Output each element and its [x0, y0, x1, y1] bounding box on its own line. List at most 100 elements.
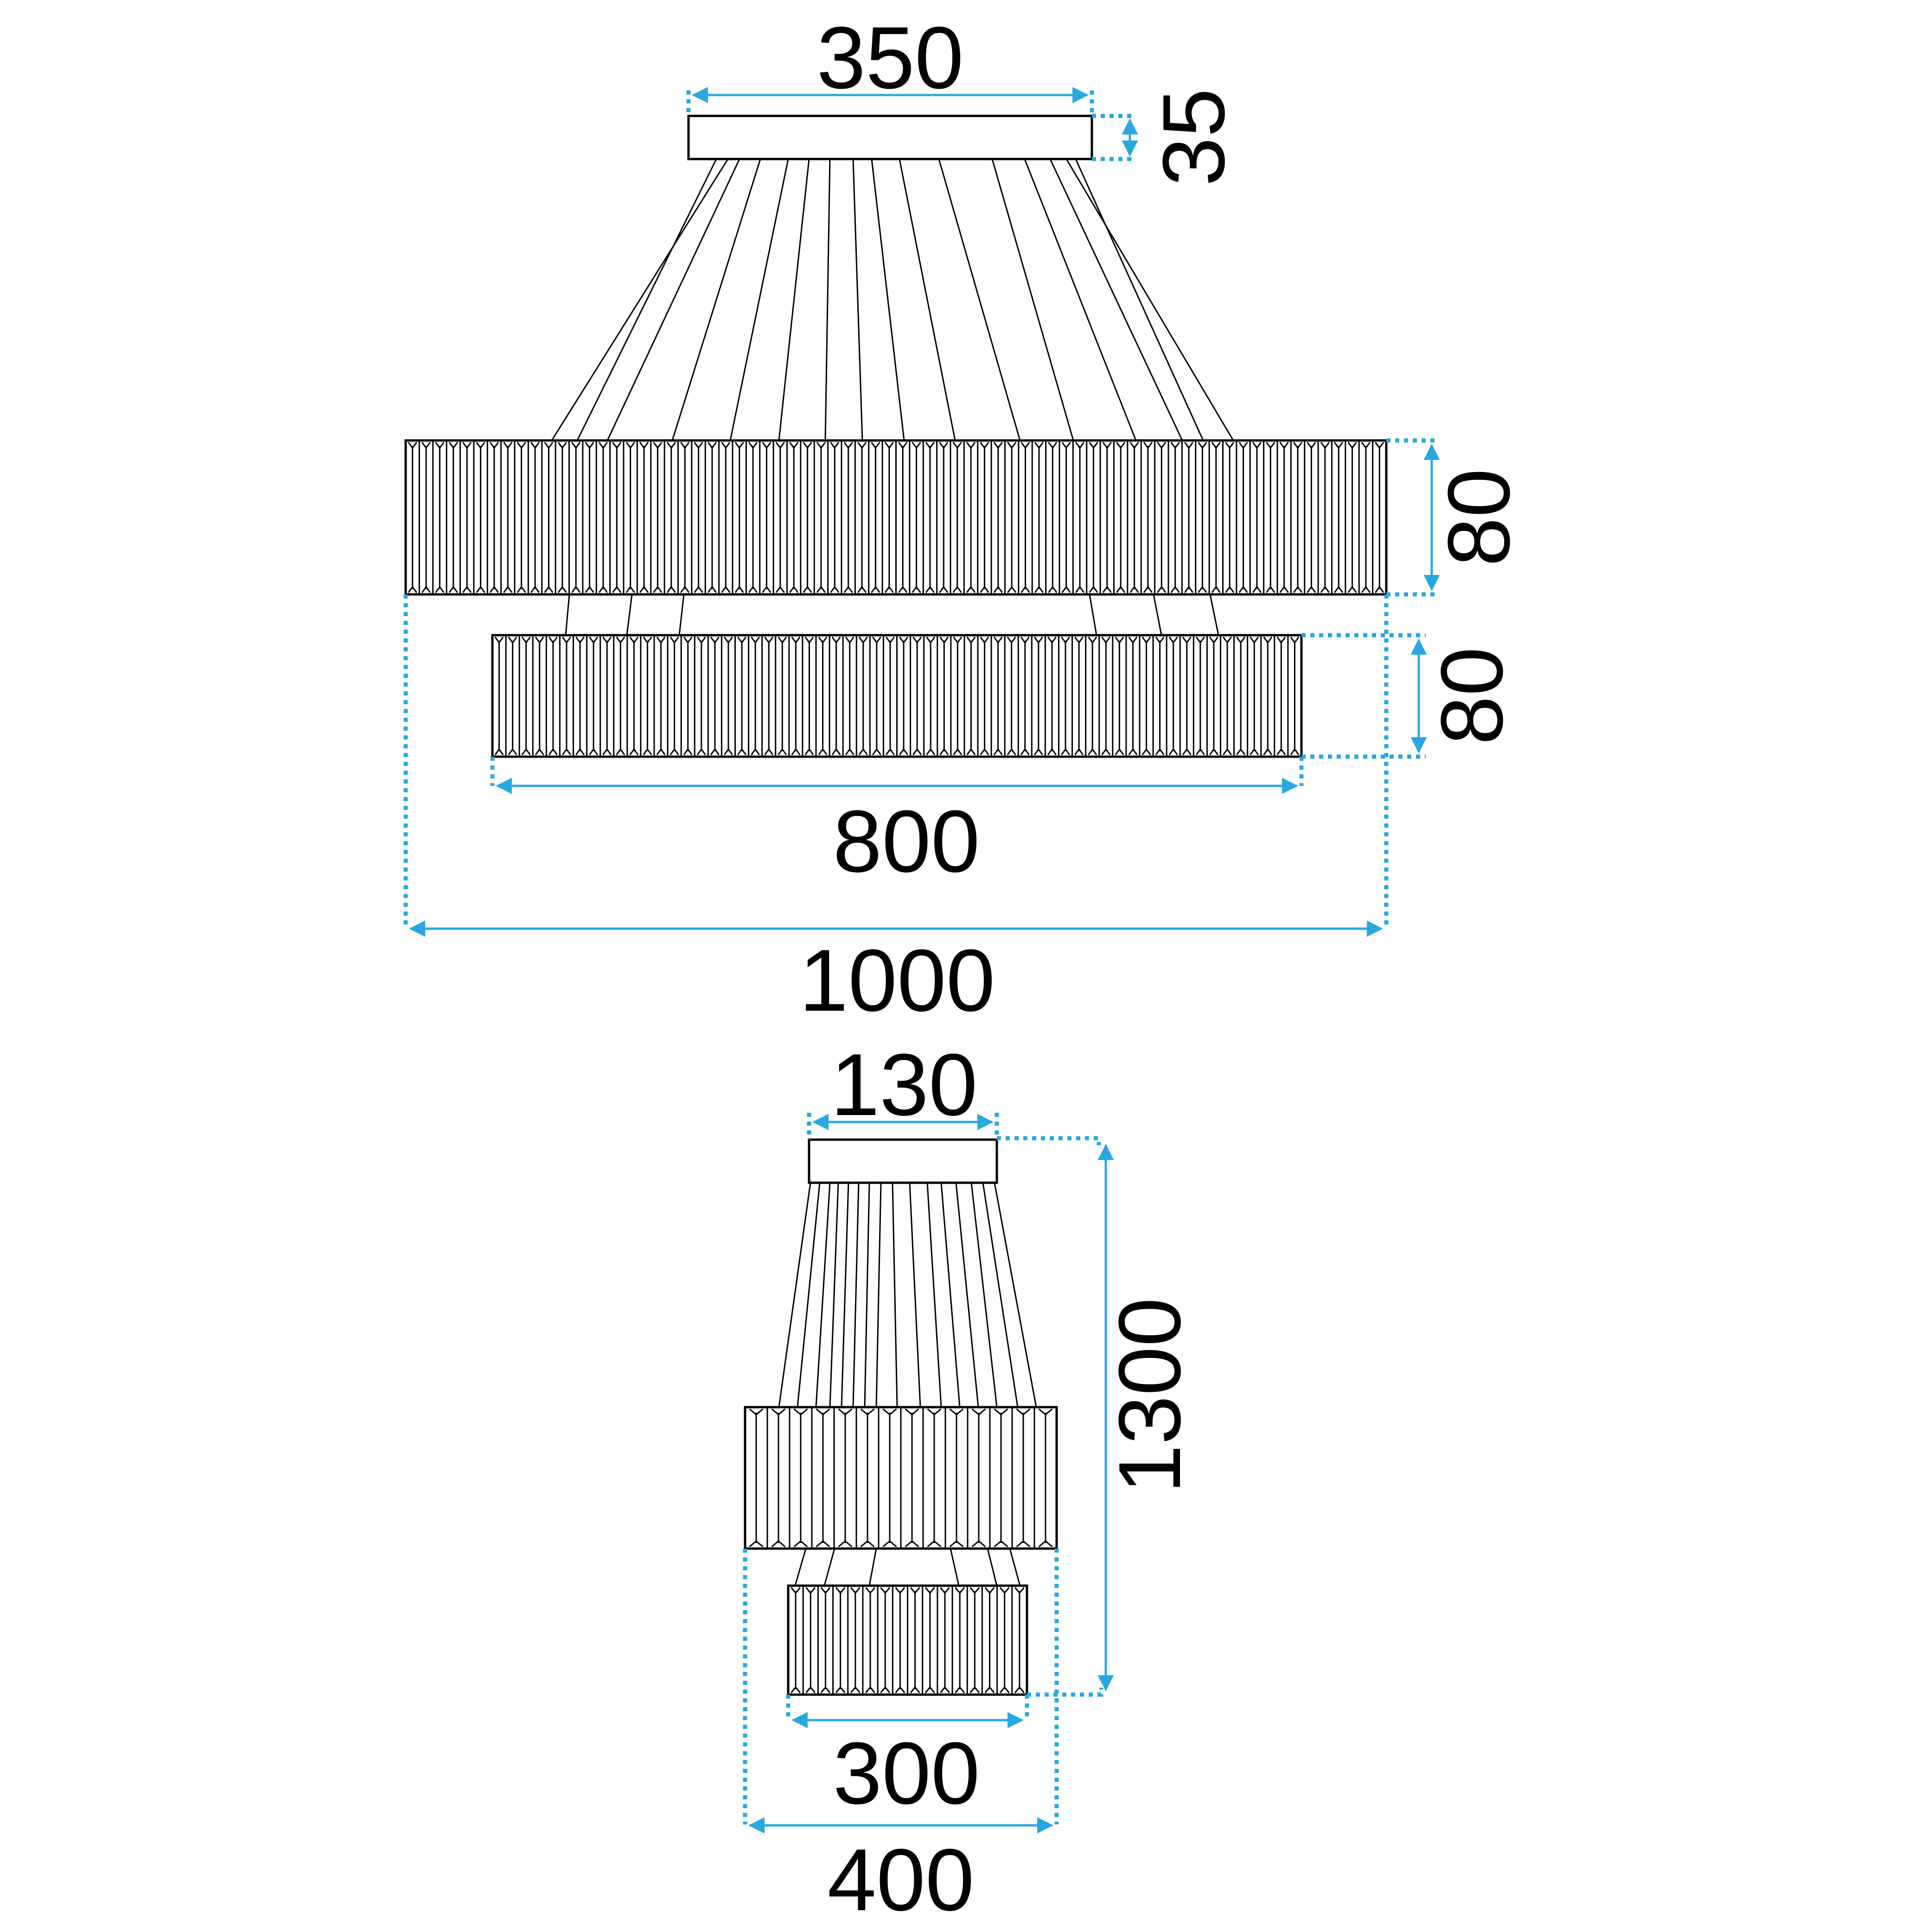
crystal-prism: [762, 440, 774, 594]
crystal-prism: [435, 440, 447, 594]
crystal-prism: [476, 440, 488, 594]
small-lower-ring-diameter-dimension: 300: [786, 1695, 1029, 1823]
suspension-wire: [797, 1182, 821, 1408]
large-canopy-width-label: 350: [816, 9, 963, 107]
large-upper-ring-diameter-label: 1000: [799, 931, 995, 1030]
crystal-prism: [1182, 635, 1194, 757]
crystal-prism: [639, 440, 652, 594]
suspension-wire: [940, 1182, 961, 1408]
crystal-prism: [643, 635, 655, 757]
crystal-prism: [1129, 440, 1142, 594]
crystal-prism: [653, 440, 665, 594]
crystal-prism: [530, 440, 543, 594]
suspension-wire: [1075, 159, 1204, 441]
crystal-prism: [1155, 635, 1167, 757]
small-canopy-width-dimension: 130: [807, 1036, 999, 1140]
crystal-prism: [804, 635, 817, 757]
suspension-wire: [1049, 159, 1183, 441]
crystal-prism: [939, 440, 951, 594]
crystal-prism: [1238, 440, 1251, 594]
connector-wire: [565, 594, 570, 636]
crystal-prism: [905, 1407, 924, 1549]
crystal-prism: [1168, 635, 1181, 757]
crystal-prism: [939, 635, 952, 757]
large-upper-ring-height-label: 80: [1430, 468, 1528, 566]
crystal-prism: [816, 1407, 835, 1549]
crystal-prism: [966, 635, 979, 757]
crystal-prism: [1157, 440, 1169, 594]
crystal-prism: [585, 440, 597, 594]
crystal-prism: [589, 635, 601, 757]
crystal-prism: [557, 440, 570, 594]
crystal-prism: [845, 635, 857, 757]
crystal-prism: [1101, 635, 1114, 757]
large-upper-ring-height-dimension: 80: [1386, 438, 1528, 597]
crystal-prism: [793, 1407, 813, 1549]
crystal-prism: [993, 440, 1006, 594]
crystal-prism: [448, 440, 461, 594]
crystal-prism: [616, 635, 628, 757]
crystal-prism: [535, 635, 547, 757]
crystal-prism: [1089, 440, 1101, 594]
crystal-prism: [980, 635, 992, 757]
crystal-prism: [494, 635, 507, 757]
small-canopy: [808, 1138, 998, 1184]
crystal-prism: [1307, 440, 1319, 594]
suspension-wire: [824, 159, 831, 441]
suspension-wire: [606, 159, 740, 441]
large-lower-ring-height-label: 80: [1423, 647, 1521, 745]
crystal-prism: [751, 635, 763, 757]
crystal-prism: [1102, 440, 1115, 594]
crystal-prism: [805, 1586, 819, 1695]
crystal-prism: [1236, 635, 1249, 757]
crystal-prism: [707, 440, 720, 594]
crystal-prism: [949, 1407, 969, 1549]
crystal-prism: [710, 635, 722, 757]
connector-wire: [1153, 594, 1162, 636]
connector-wire: [987, 1548, 998, 1586]
crystal-prism: [843, 440, 856, 594]
suspension-wire: [671, 159, 761, 441]
suspension-wire: [899, 159, 956, 441]
suspension-wire: [864, 1182, 870, 1408]
suspension-wire: [991, 159, 1074, 441]
crystal-prism: [1263, 635, 1275, 757]
suspension-wire: [551, 159, 729, 441]
crystal-prism: [1293, 440, 1306, 594]
large-lower-crystal-prisms: [494, 635, 1302, 757]
crystal-prism: [771, 1407, 791, 1549]
crystal-prism: [1209, 635, 1221, 757]
small-lower-ring-diameter-label: 300: [833, 1724, 980, 1823]
crystal-prism: [858, 635, 871, 757]
small-ring-connector-wires: [794, 1548, 1021, 1586]
crystal-prism: [462, 440, 475, 594]
connector-wire: [950, 1548, 960, 1586]
suspension-wire: [955, 1182, 979, 1408]
crystal-prism: [940, 1586, 953, 1695]
suspension-wire: [815, 1182, 831, 1408]
small-upper-crystal-prisms: [749, 1407, 1058, 1549]
crystal-prism: [571, 440, 584, 594]
crystal-prism: [625, 440, 638, 594]
crystal-prism: [764, 635, 777, 757]
connector-wire: [794, 1548, 807, 1586]
connector-wire: [626, 594, 633, 636]
crystal-prism: [886, 635, 898, 757]
crystal-prism: [629, 635, 642, 757]
crystal-prism: [984, 1586, 998, 1695]
crystal-prism: [1290, 635, 1302, 757]
crystal-prism: [1223, 635, 1235, 757]
crystal-prism: [1361, 440, 1374, 594]
crystal-prism: [955, 1586, 968, 1695]
crystal-prism: [895, 1586, 908, 1695]
crystal-prism: [884, 440, 897, 594]
crystal-prism: [1061, 440, 1074, 594]
crystal-prism: [1211, 440, 1224, 594]
crystal-prism: [1195, 635, 1208, 757]
crystal-prism: [602, 635, 615, 757]
crystal-prism: [912, 440, 924, 594]
crystal-prism: [1020, 440, 1033, 594]
crystal-prism: [575, 635, 588, 757]
crystal-prism: [1116, 440, 1129, 594]
crystal-prism: [1347, 440, 1360, 594]
